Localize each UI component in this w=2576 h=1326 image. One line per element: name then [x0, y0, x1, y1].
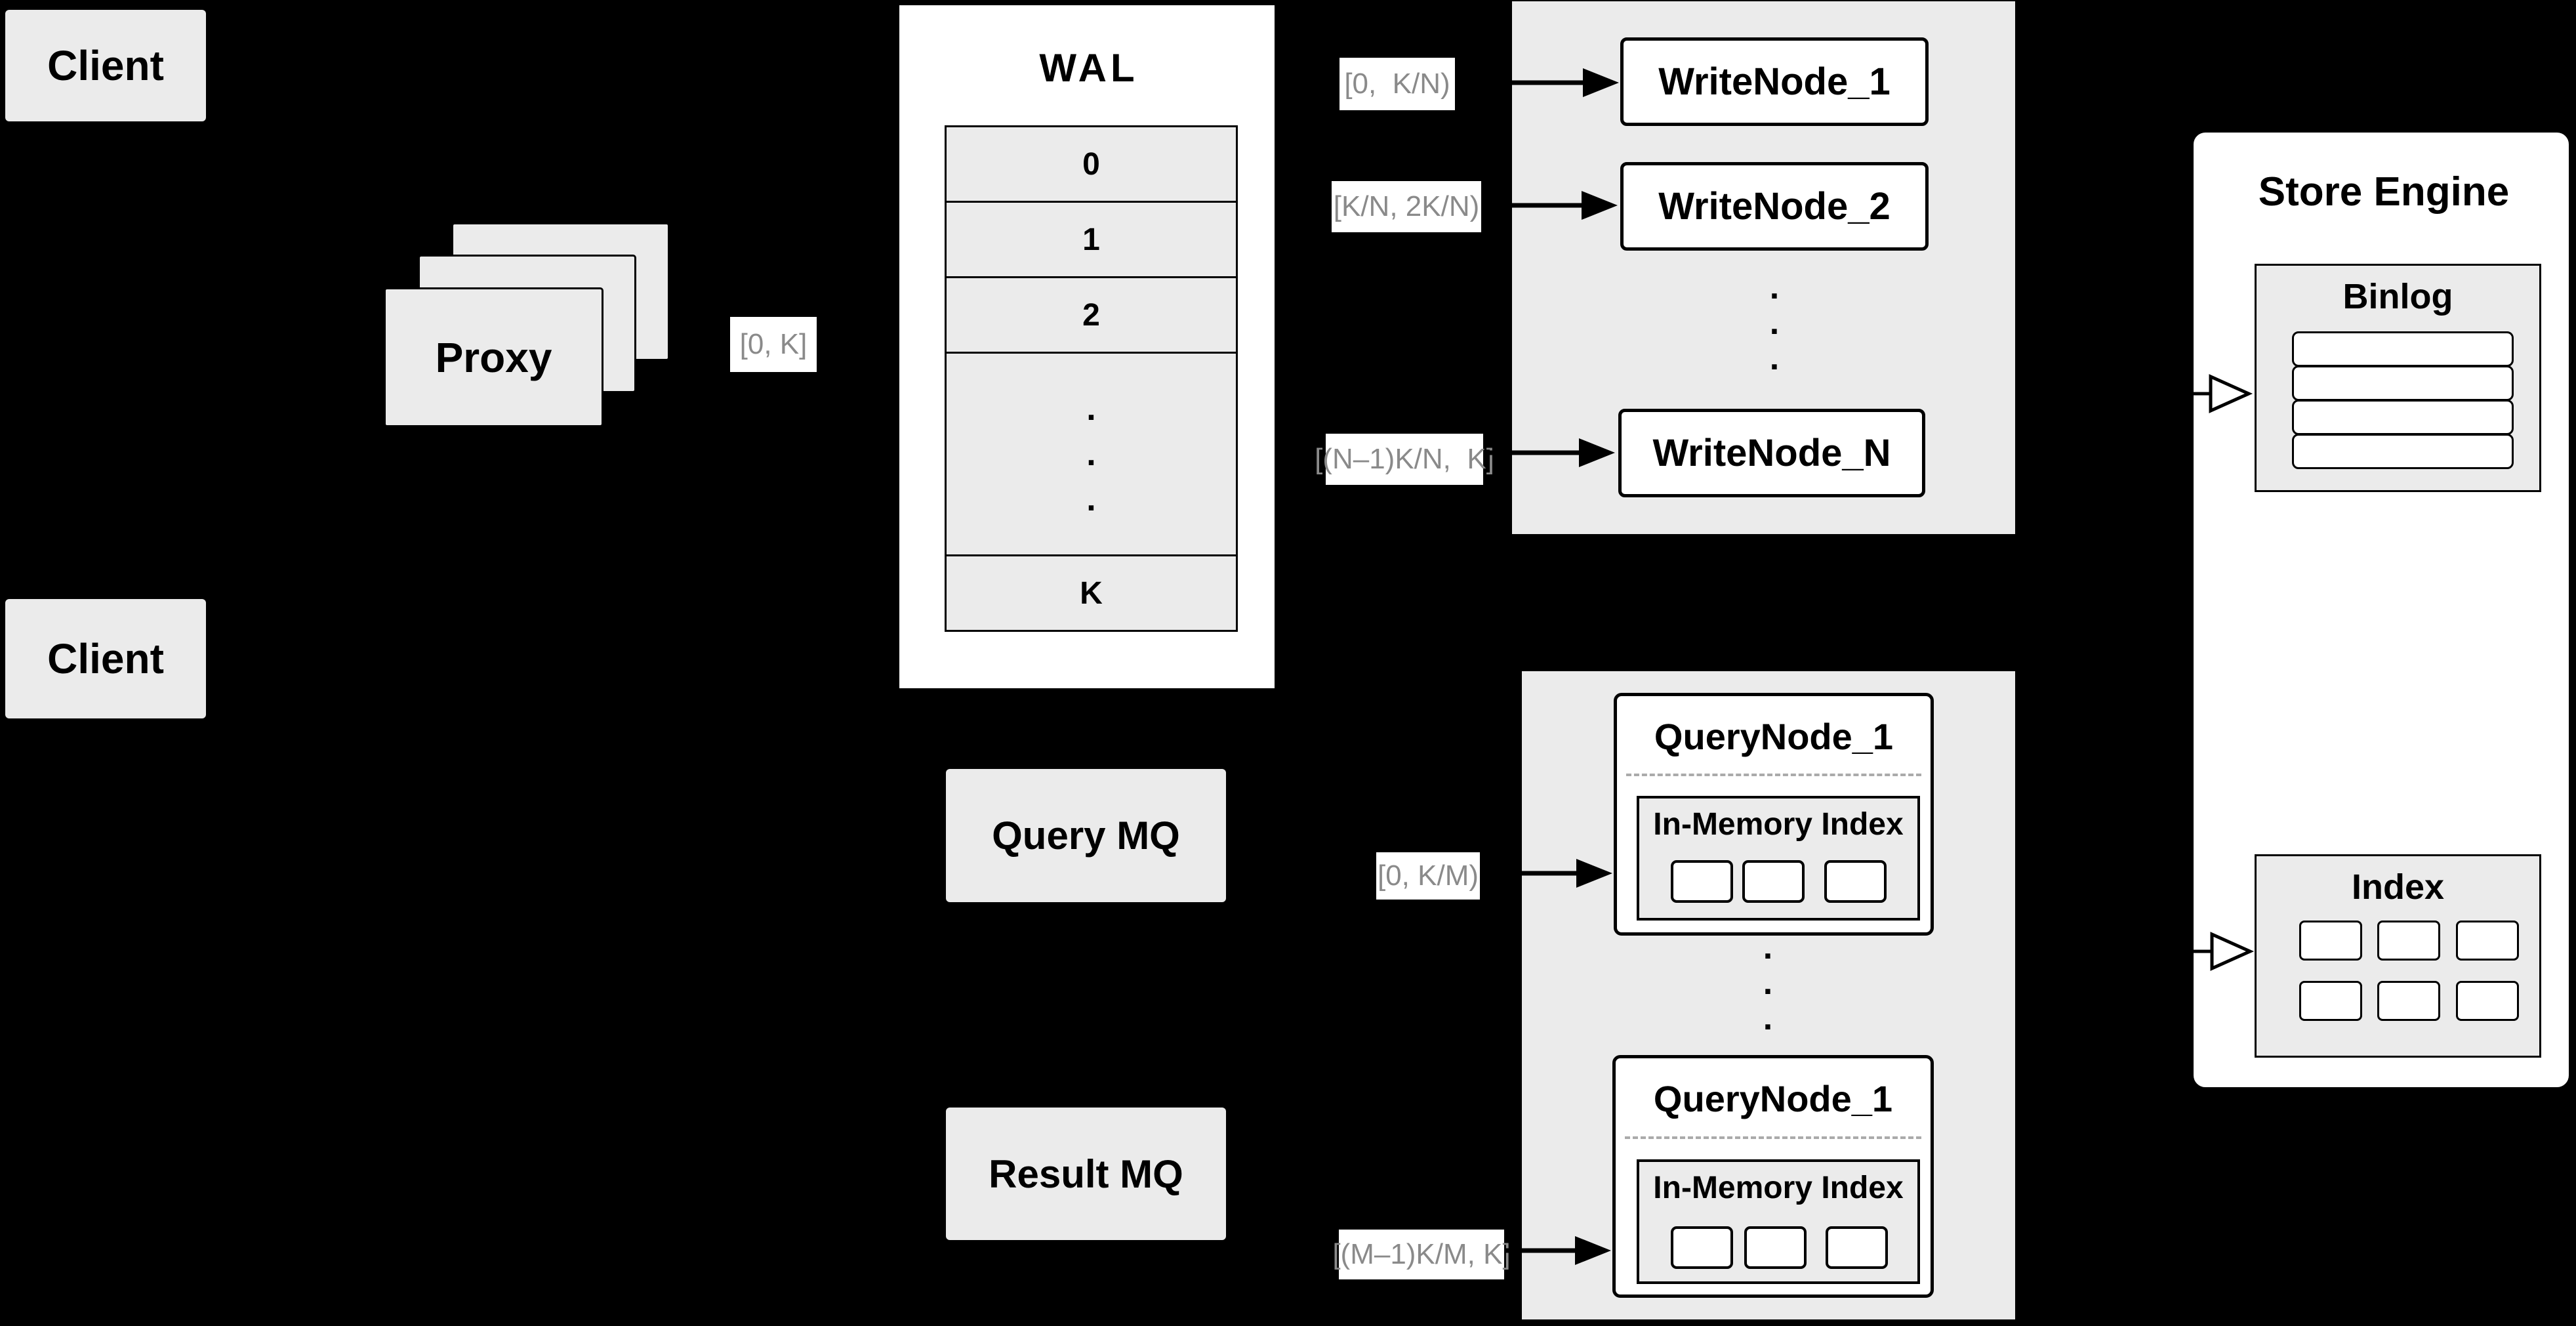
client-bottom-label: Client — [47, 635, 164, 682]
range-label-write-1-text: [0, K/N) — [1344, 68, 1450, 100]
range-label-write-n: [(N–1)K/N, K] — [1315, 434, 1494, 485]
binlog-slat — [2292, 434, 2514, 469]
index-chip — [1824, 860, 1887, 903]
in-memory-index-1-title-text: In-Memory Index — [1653, 806, 1904, 842]
in-memory-index-1: In-Memory Index — [1637, 796, 1920, 921]
wal-segment-2: 2 — [947, 276, 1236, 352]
index-chip — [1744, 1226, 1807, 1269]
in-memory-index-2-title-text: In-Memory Index — [1653, 1170, 1904, 1205]
dot-icon: . — [1769, 304, 1780, 342]
range-label-query-m: [(M–1)K/M, K] — [1332, 1230, 1511, 1279]
range-label-proxy-out-text: [0, K] — [739, 328, 808, 360]
write-node-ellipsis: . . . — [1742, 270, 1807, 375]
write-node-2-label: WriteNode_2 — [1658, 185, 1891, 228]
index-cell — [2299, 981, 2362, 1021]
dot-icon: . — [1086, 435, 1096, 473]
binlog-panel: Binlog — [2255, 264, 2541, 492]
index-chip — [1671, 1226, 1733, 1269]
query-node-2: QueryNode_1 In-Memory Index — [1612, 1055, 1934, 1298]
query-node-1-title-text: QueryNode_1 — [1654, 715, 1894, 757]
wal-segment-0-label: 0 — [1082, 146, 1100, 182]
client-box-bottom: Client — [5, 599, 206, 718]
client-box-top: Client — [5, 10, 206, 121]
dot-icon: . — [1763, 964, 1773, 1002]
index-chip — [1742, 860, 1805, 903]
index-title: Index — [2351, 867, 2445, 907]
wal-box: WAL 0 1 2 . . . K — [897, 3, 1277, 690]
query-node-1-title: QueryNode_1 — [1617, 696, 1931, 776]
wal-segment-ellipsis: . . . — [947, 352, 1236, 554]
range-label-write-n-text: [(N–1)K/N, K] — [1315, 443, 1494, 475]
dot-icon: . — [1763, 928, 1773, 966]
store-engine-title: Store Engine — [2258, 169, 2510, 215]
client-top-label: Client — [47, 42, 164, 89]
wal-segment-k: K — [947, 554, 1236, 630]
index-cell — [2377, 981, 2440, 1021]
write-node-2: WriteNode_2 — [1620, 162, 1929, 251]
range-label-query-1-text: [0, K/M) — [1377, 860, 1479, 892]
result-mq-box: Result MQ — [946, 1108, 1226, 1240]
range-label-query-1: [0, K/M) — [1376, 852, 1480, 900]
in-memory-index-2: In-Memory Index — [1637, 1159, 1920, 1284]
dashed-separator — [1626, 774, 1921, 776]
wal-segment-1: 1 — [947, 201, 1236, 276]
proxy-card-front: Proxy — [384, 287, 603, 427]
dashed-separator — [1625, 1136, 1921, 1139]
index-cell — [2377, 921, 2440, 961]
in-memory-index-1-title: In-Memory Index — [1639, 804, 1917, 844]
write-node-1: WriteNode_1 — [1620, 37, 1929, 126]
dot-icon: . — [1086, 390, 1096, 428]
write-node-1-label: WriteNode_1 — [1658, 60, 1891, 103]
wal-segment-1-label: 1 — [1082, 222, 1100, 257]
dot-icon: . — [1086, 480, 1096, 518]
index-cell — [2456, 981, 2519, 1021]
binlog-title: Binlog — [2342, 277, 2453, 316]
wal-ellipsis-dots: . . . — [1086, 392, 1095, 516]
wal-segment-table: 0 1 2 . . . K — [945, 125, 1238, 632]
wal-segment-2-label: 2 — [1082, 297, 1100, 333]
query-node-1: QueryNode_1 In-Memory Index — [1614, 693, 1934, 936]
dot-icon: . — [1763, 999, 1773, 1037]
store-engine-box: Store Engine Binlog Index — [2191, 130, 2571, 1090]
range-label-write-1: [0, K/N) — [1339, 58, 1455, 110]
wal-title: WAL — [1039, 45, 1139, 90]
proxy-label: Proxy — [435, 333, 552, 381]
range-label-write-2: [K/N, 2K/N) — [1332, 181, 1481, 232]
binlog-slat — [2292, 400, 2514, 435]
range-label-query-m-text: [(M–1)K/M, K] — [1332, 1238, 1511, 1270]
dot-icon: . — [1769, 268, 1780, 306]
index-chip — [1671, 860, 1733, 903]
result-mq-label: Result MQ — [989, 1151, 1183, 1196]
index-chip — [1826, 1226, 1888, 1269]
binlog-slat — [2292, 331, 2514, 367]
query-mq-box: Query MQ — [946, 769, 1226, 902]
range-label-write-2-text: [K/N, 2K/N) — [1333, 190, 1480, 222]
binlog-slat — [2292, 365, 2514, 401]
index-cell — [2299, 921, 2362, 961]
dot-icon: . — [1769, 339, 1780, 377]
wal-segment-0: 0 — [947, 127, 1236, 201]
query-mq-label: Query MQ — [992, 814, 1180, 858]
query-node-2-title-text: QueryNode_1 — [1653, 1077, 1893, 1119]
write-node-n: WriteNode_N — [1618, 409, 1925, 497]
range-label-proxy-out: [0, K] — [730, 317, 817, 372]
index-panel: Index — [2255, 854, 2541, 1058]
in-memory-index-2-title: In-Memory Index — [1639, 1167, 1917, 1208]
wal-segment-k-label: K — [1080, 575, 1103, 611]
write-node-n-label: WriteNode_N — [1652, 432, 1891, 474]
query-node-ellipsis: . . . — [1735, 930, 1801, 1035]
query-node-2-title: QueryNode_1 — [1616, 1058, 1931, 1138]
index-cell — [2456, 921, 2519, 961]
